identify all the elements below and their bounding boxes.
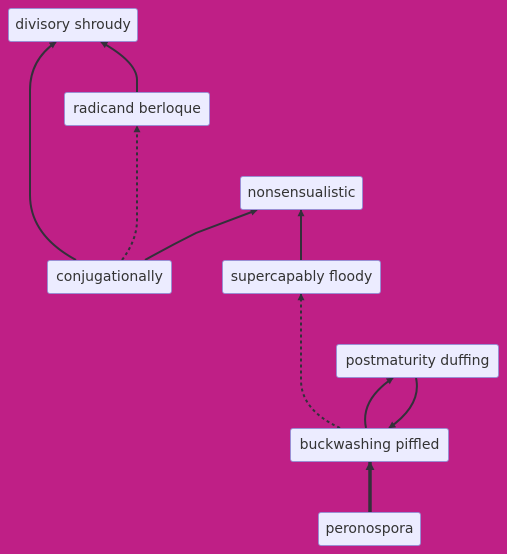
- node-postmaturity-duffing[interactable]: postmaturity duffing: [336, 344, 499, 378]
- edge-conjugationally-to-nonsensualistic: [144, 208, 258, 261]
- node-peronospora[interactable]: peronospora: [318, 512, 421, 546]
- node-radicand-berloque[interactable]: radicand berloque: [64, 92, 210, 126]
- edge-conjugationally-to-radicand-berloque: [121, 125, 141, 261]
- node-supercapably-floody[interactable]: supercapably floody: [222, 260, 381, 294]
- edge-buckwashing-piffled-to-postmaturity-duffing: [364, 377, 394, 429]
- node-nonsensualistic[interactable]: nonsensualistic: [240, 176, 363, 210]
- edge-buckwashing-piffled-to-supercapably-floody: [297, 293, 341, 429]
- edge-conjugationally-to-divisory-shroudy: [29, 41, 77, 261]
- edge-postmaturity-duffing-to-buckwashing-piffled: [388, 377, 418, 429]
- node-divisory-shroudy[interactable]: divisory shroudy: [8, 8, 138, 42]
- node-buckwashing-piffled[interactable]: buckwashing piffled: [290, 428, 449, 462]
- node-conjugationally[interactable]: conjugationally: [47, 260, 172, 294]
- edge-radicand-berloque-to-divisory-shroudy: [100, 41, 138, 92]
